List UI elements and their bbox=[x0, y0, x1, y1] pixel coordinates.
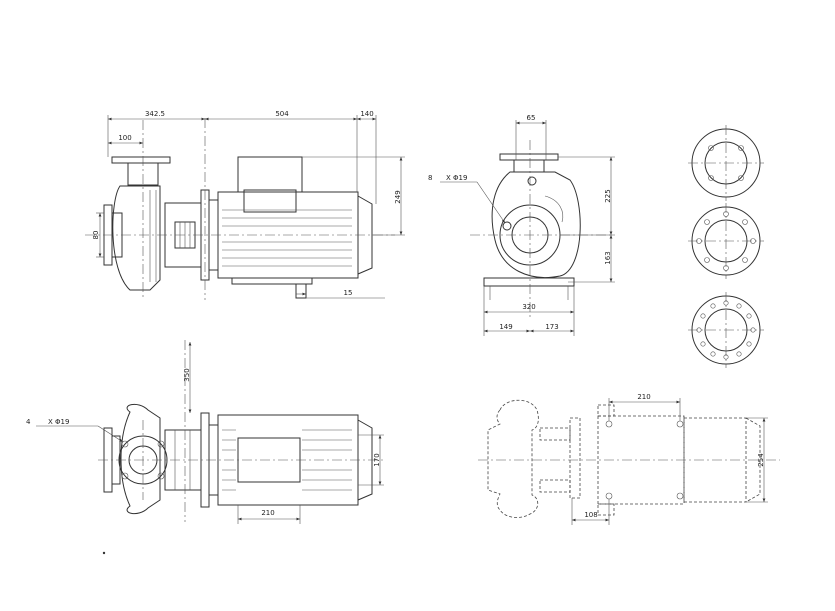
dim-15: 15 bbox=[344, 289, 353, 297]
dim-163: 163 bbox=[604, 251, 612, 264]
dim-170: 170 bbox=[373, 453, 381, 466]
dim-210-top: 210 bbox=[637, 393, 650, 401]
front-view: 342.5 504 140 100 80 249 15 bbox=[85, 110, 405, 300]
dim-149: 149 bbox=[499, 323, 512, 331]
callout-holes-side-count: 8 bbox=[428, 174, 432, 182]
motor-cooling-fins bbox=[222, 209, 352, 267]
footprint-view: 210 254 108 bbox=[478, 393, 780, 525]
dim-210-base: 210 bbox=[261, 509, 274, 517]
dim-320: 320 bbox=[522, 303, 535, 311]
dim-504: 504 bbox=[275, 110, 289, 118]
dim-100: 100 bbox=[118, 134, 131, 142]
flange-variant-4-hole bbox=[688, 125, 764, 201]
callout-holes-top-count: 4 bbox=[26, 418, 31, 426]
dim-254: 254 bbox=[757, 453, 765, 467]
dim-80: 80 bbox=[92, 231, 100, 240]
flange-variant-8-hole bbox=[688, 203, 764, 279]
top-view: 350 170 210 4 X Φ19 bbox=[26, 340, 385, 524]
side-view: 65 225 163 320 149 173 8 X Φ19 bbox=[428, 114, 615, 336]
origin-mark bbox=[102, 551, 106, 555]
dim-140: 140 bbox=[360, 110, 373, 118]
flange-variant-12-hole bbox=[688, 292, 764, 368]
dim-225: 225 bbox=[604, 189, 612, 202]
callout-holes-side-spec: X Φ19 bbox=[446, 174, 467, 182]
dim-249: 249 bbox=[394, 190, 402, 203]
dim-65: 65 bbox=[527, 114, 536, 122]
callout-holes-top-spec: X Φ19 bbox=[48, 418, 69, 426]
dim-342-5: 342.5 bbox=[145, 110, 165, 118]
dim-173: 173 bbox=[545, 323, 558, 331]
dim-108: 108 bbox=[584, 511, 597, 519]
dim-350: 350 bbox=[183, 368, 191, 381]
top-view-fins bbox=[222, 429, 352, 491]
